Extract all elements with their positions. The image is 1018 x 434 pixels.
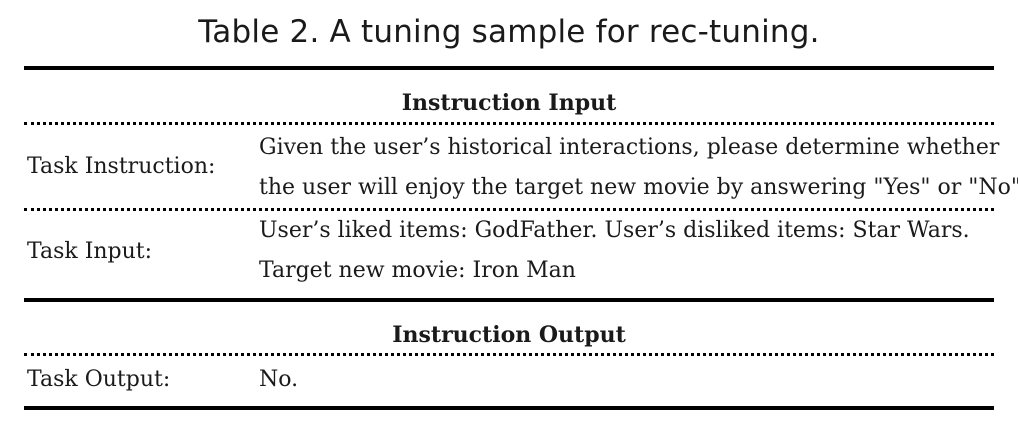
instruction-input-heading: Instruction Input: [401, 90, 617, 116]
top-rule: [24, 66, 994, 70]
task-input-label: Task Input:: [27, 239, 153, 264]
task-output-value: No.: [259, 367, 299, 392]
task-instruction-line: the user will enjoy the target new movie…: [259, 175, 1018, 200]
instruction-output-heading: Instruction Output: [392, 322, 626, 348]
task-instruction-value: Given the user’s historical interactions…: [259, 128, 1018, 208]
task-instruction-line: Given the user’s historical interactions…: [259, 135, 1000, 160]
task-input-value: User’s liked items: GodFather. User’s di…: [259, 211, 970, 291]
mid-rule: [24, 298, 994, 302]
task-input-line: Target new movie: Iron Man: [259, 258, 576, 283]
task-instruction-label: Task Instruction:: [27, 154, 216, 179]
task-output-label: Task Output:: [27, 367, 171, 392]
dotted-divider: [24, 208, 994, 211]
task-input-line: User’s liked items: GodFather. User’s di…: [259, 218, 970, 243]
table-caption: Table 2. A tuning sample for rec-tuning.: [198, 14, 820, 50]
bottom-rule: [24, 406, 994, 410]
dotted-divider: [24, 353, 994, 356]
dotted-divider: [24, 122, 994, 125]
